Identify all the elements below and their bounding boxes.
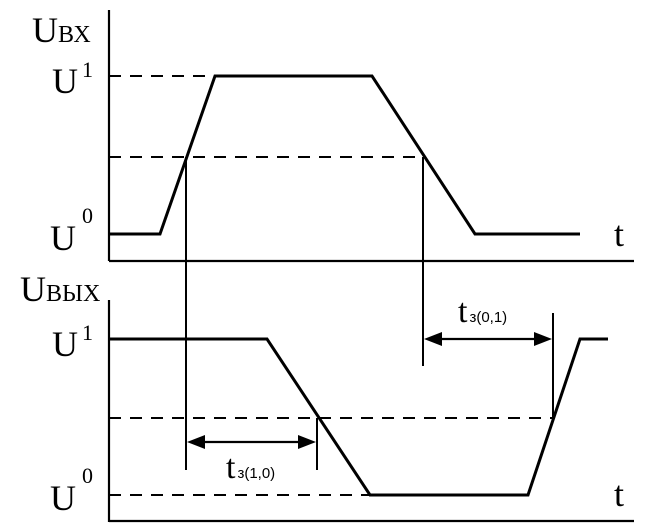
delay-label-0-1-sub: з(0,1): [469, 309, 507, 326]
output-y-label-main: U: [20, 269, 46, 309]
output-y-label: UВЫХ: [20, 269, 100, 309]
input-low-level-label: U0: [50, 203, 93, 258]
delay-arrow-1-0: [187, 435, 316, 449]
output-low-level-label: U0: [50, 463, 93, 518]
arrowhead-right-icon: [534, 332, 552, 346]
delay-label-0-1-main: t: [458, 293, 468, 330]
input-y-label: UВХ: [32, 10, 91, 50]
input-y-label-main: U: [32, 10, 58, 50]
input-waveform: [109, 74, 580, 236]
input-low-level-sup: 0: [82, 203, 93, 228]
output-low-level-sup: 0: [82, 463, 93, 488]
output-waveform: [109, 337, 608, 497]
delay-label-1-0-main: t: [226, 449, 236, 486]
input-high-level-sup: 1: [82, 57, 93, 82]
input-x-label: t: [614, 214, 624, 254]
output-high-level-main: U: [52, 324, 78, 364]
delay-arrow-0-1: [424, 332, 552, 346]
input-low-level-main: U: [50, 218, 76, 258]
output-low-level-main: U: [50, 478, 76, 518]
arrowhead-left-icon: [187, 435, 205, 449]
arrowhead-left-icon: [424, 332, 442, 346]
arrowhead-right-icon: [298, 435, 316, 449]
input-y-label-sub: ВХ: [58, 22, 91, 48]
input-high-level-main: U: [52, 61, 78, 101]
output-high-level-sup: 1: [82, 320, 93, 345]
delay-label-1-0-sub: з(1,0): [237, 465, 275, 482]
output-y-label-sub: ВЫХ: [46, 281, 100, 307]
output-x-label: t: [614, 474, 624, 514]
